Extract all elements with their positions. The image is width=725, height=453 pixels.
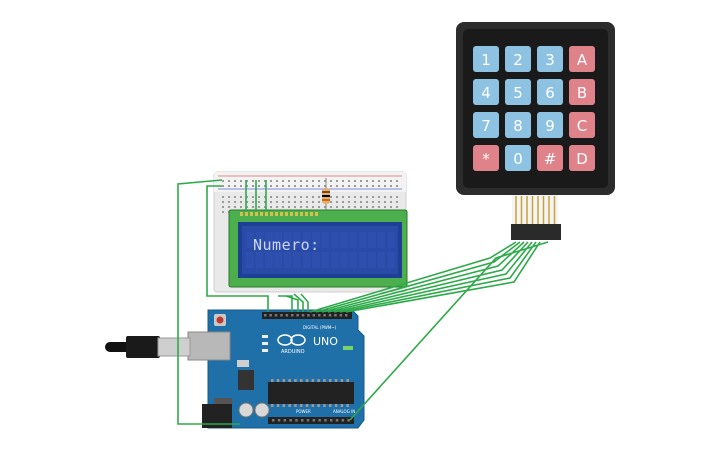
keypad-key-8[interactable]: 8 xyxy=(505,112,531,138)
keypad-key-7[interactable]: 7 xyxy=(473,112,499,138)
keypad-key-label: C xyxy=(577,117,587,135)
keypad-ribbon xyxy=(511,195,561,240)
lcd-module[interactable]: Numero: xyxy=(228,209,408,288)
keypad-key-1[interactable]: 1 xyxy=(473,46,499,72)
keypad-key-5[interactable]: 5 xyxy=(505,79,531,105)
power-analog-header xyxy=(268,417,354,424)
keypad-key-star[interactable]: * xyxy=(473,145,499,171)
digital-label: DIGITAL (PWM~) xyxy=(303,325,337,330)
keypad-key-3[interactable]: 3 xyxy=(537,46,563,72)
keypad-key-label: 4 xyxy=(481,84,491,102)
keypad-key-label: 3 xyxy=(545,51,555,69)
brand-label: ARDUINO xyxy=(281,349,305,355)
resistor[interactable] xyxy=(322,178,330,215)
arduino-board[interactable]: DIGITAL (PWM~) POWER ANALOG IN ARDUINO U… xyxy=(187,309,365,429)
keypad-key-label: # xyxy=(544,150,557,168)
lcd-screen xyxy=(242,226,398,274)
keypad-key-label: 0 xyxy=(513,150,523,168)
keypad-key-label: * xyxy=(482,150,490,168)
analog-label: ANALOG IN xyxy=(333,409,355,414)
on-led xyxy=(343,346,353,350)
keypad-key-a[interactable]: A xyxy=(569,46,595,72)
keypad-key-label: D xyxy=(576,150,588,168)
keypad-key-label: B xyxy=(577,84,587,102)
model-label: UNO xyxy=(313,335,338,348)
keypad-key-c[interactable]: C xyxy=(569,112,595,138)
keypad-key-label: 7 xyxy=(481,117,491,135)
keypad-key-9[interactable]: 9 xyxy=(537,112,563,138)
keypad-key-6[interactable]: 6 xyxy=(537,79,563,105)
lcd-text: Numero: xyxy=(253,236,320,254)
wires xyxy=(177,179,549,425)
keypad-key-label: 6 xyxy=(545,84,555,102)
usb-port[interactable] xyxy=(187,331,231,361)
keypad-key-label: 1 xyxy=(481,51,491,69)
keypad-key-d[interactable]: D xyxy=(569,145,595,171)
keypad-key-0[interactable]: 0 xyxy=(505,145,531,171)
keypad-key-2[interactable]: 2 xyxy=(505,46,531,72)
keypad-key-label: A xyxy=(577,51,588,69)
keypad-key-hash[interactable]: # xyxy=(537,145,563,171)
keypad-key-b[interactable]: B xyxy=(569,79,595,105)
keypad-key-label: 9 xyxy=(545,117,555,135)
usb-cable[interactable] xyxy=(105,336,191,358)
keypad-key-label: 8 xyxy=(513,117,523,135)
power-label: POWER xyxy=(296,409,311,414)
keypad-key-label: 5 xyxy=(513,84,523,102)
digital-header xyxy=(262,312,352,319)
keypad-key-4[interactable]: 4 xyxy=(473,79,499,105)
keypad-key-label: 2 xyxy=(513,51,523,69)
atmega-chip xyxy=(268,382,354,404)
keypad[interactable]: 1 2 3 A 4 5 6 B 7 8 9 C * 0 # D xyxy=(456,22,615,240)
arduino-logo-icon xyxy=(277,334,306,346)
